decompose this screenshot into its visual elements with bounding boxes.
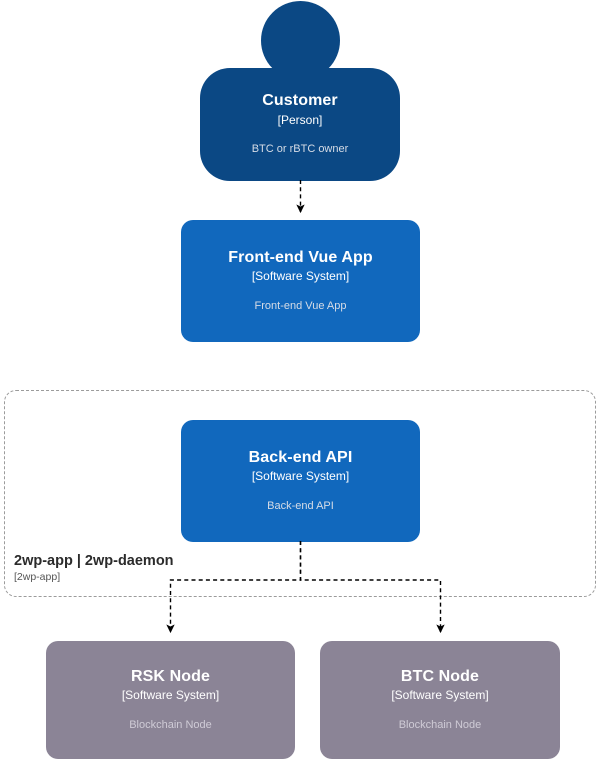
node-backend-api[interactable]: Back-end API [Software System] Back-end … (181, 420, 420, 542)
node-customer[interactable]: Customer [Person] BTC or rBTC owner (200, 68, 400, 181)
btc-node-description: Blockchain Node (398, 718, 482, 731)
rsk-node-description: Blockchain Node (129, 718, 212, 731)
boundary-label: 2wp-app | 2wp-daemon [2wp-app] (14, 553, 174, 583)
boundary-name: 2wp-app | 2wp-daemon (14, 553, 174, 569)
btc-node-title: BTC Node (400, 667, 480, 685)
customer-person-head (261, 1, 340, 80)
node-frontend-vue-app[interactable]: Front-end Vue App [Software System] Fron… (181, 220, 420, 342)
btc-node-type: [Software System] (391, 688, 489, 703)
customer-title: Customer (262, 92, 338, 110)
boundary-type: [2wp-app] (14, 570, 61, 583)
rsk-node-type: [Software System] (121, 688, 220, 703)
customer-type: [Person] (277, 112, 323, 127)
backend-description: Back-end API (267, 499, 334, 512)
backend-title: Back-end API (248, 448, 353, 466)
backend-type: [Software System] (251, 469, 350, 484)
frontend-title: Front-end Vue App (228, 248, 373, 266)
customer-description: BTC or rBTC owner (251, 143, 349, 156)
frontend-description: Front-end Vue App (254, 299, 347, 312)
node-rsk-node[interactable]: RSK Node [Software System] Blockchain No… (46, 641, 295, 759)
frontend-type: [Software System] (251, 269, 350, 284)
node-btc-node[interactable]: BTC Node [Software System] Blockchain No… (320, 641, 560, 759)
rsk-node-title: RSK Node (130, 667, 211, 685)
